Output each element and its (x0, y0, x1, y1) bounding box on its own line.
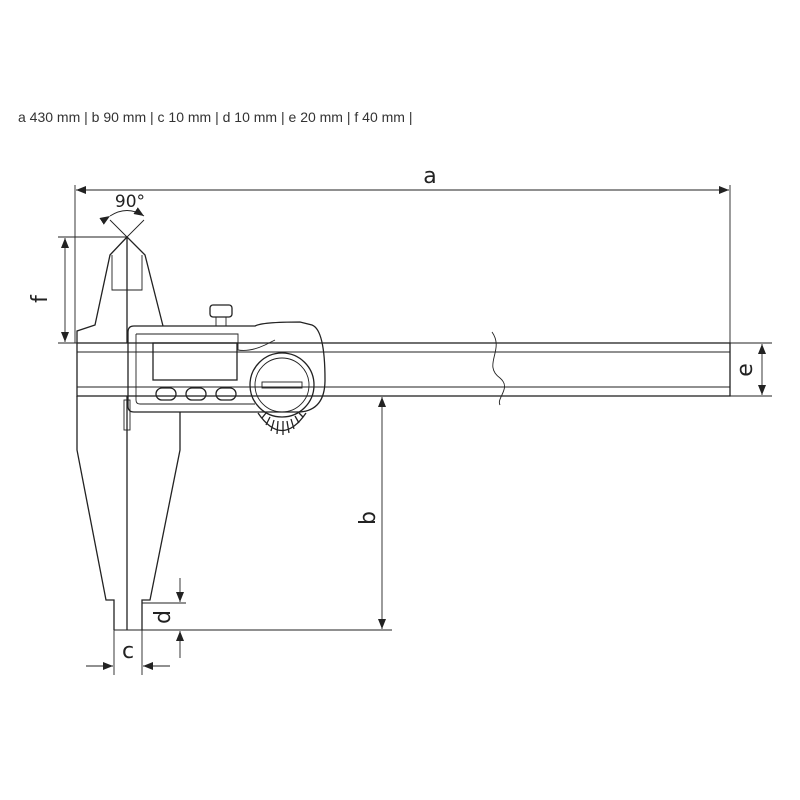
break-line (491, 331, 505, 406)
drawing-line (261, 381, 303, 389)
dimension-f: f (28, 236, 127, 344)
label-f: f (28, 294, 53, 303)
drawing-line (261, 412, 304, 435)
drawing-line (99, 207, 145, 225)
dimension-b: b (114, 397, 392, 631)
dimension-d: d (142, 578, 186, 658)
label-a: a (423, 164, 436, 189)
drawing-line (254, 357, 310, 413)
knurled-wheel (257, 412, 307, 435)
dimension-c: c (86, 630, 170, 675)
lcd-display (152, 342, 238, 381)
drawing-line (257, 412, 307, 431)
drawing-line (123, 399, 131, 431)
drawing-line (127, 321, 326, 413)
label-b: b (356, 511, 381, 525)
dimension-a: a (74, 164, 731, 396)
drawing-line (141, 412, 181, 630)
slider-head (127, 304, 326, 435)
button-2 (185, 387, 207, 401)
angle-label: 90° (115, 192, 145, 212)
dial (249, 352, 315, 418)
drawing-line (215, 316, 227, 327)
upper-jaws: 90° (76, 192, 164, 343)
dimension-e: e (730, 342, 772, 397)
drawing-line (109, 219, 145, 238)
thumb-knob (209, 304, 233, 318)
drawing-line (76, 236, 128, 343)
lower-jaws (76, 396, 181, 630)
label-e: e (733, 363, 758, 377)
drawing-line (76, 342, 731, 397)
dimension-spec-line: a 430 mm | b 90 mm | c 10 mm | d 10 mm |… (18, 109, 413, 125)
button-1 (155, 387, 177, 401)
button-3 (215, 387, 237, 401)
drawing-line (126, 236, 164, 327)
label-d: d (151, 610, 176, 624)
label-c: c (122, 639, 134, 664)
drawing-line (135, 333, 276, 405)
drawing-line (76, 396, 115, 630)
